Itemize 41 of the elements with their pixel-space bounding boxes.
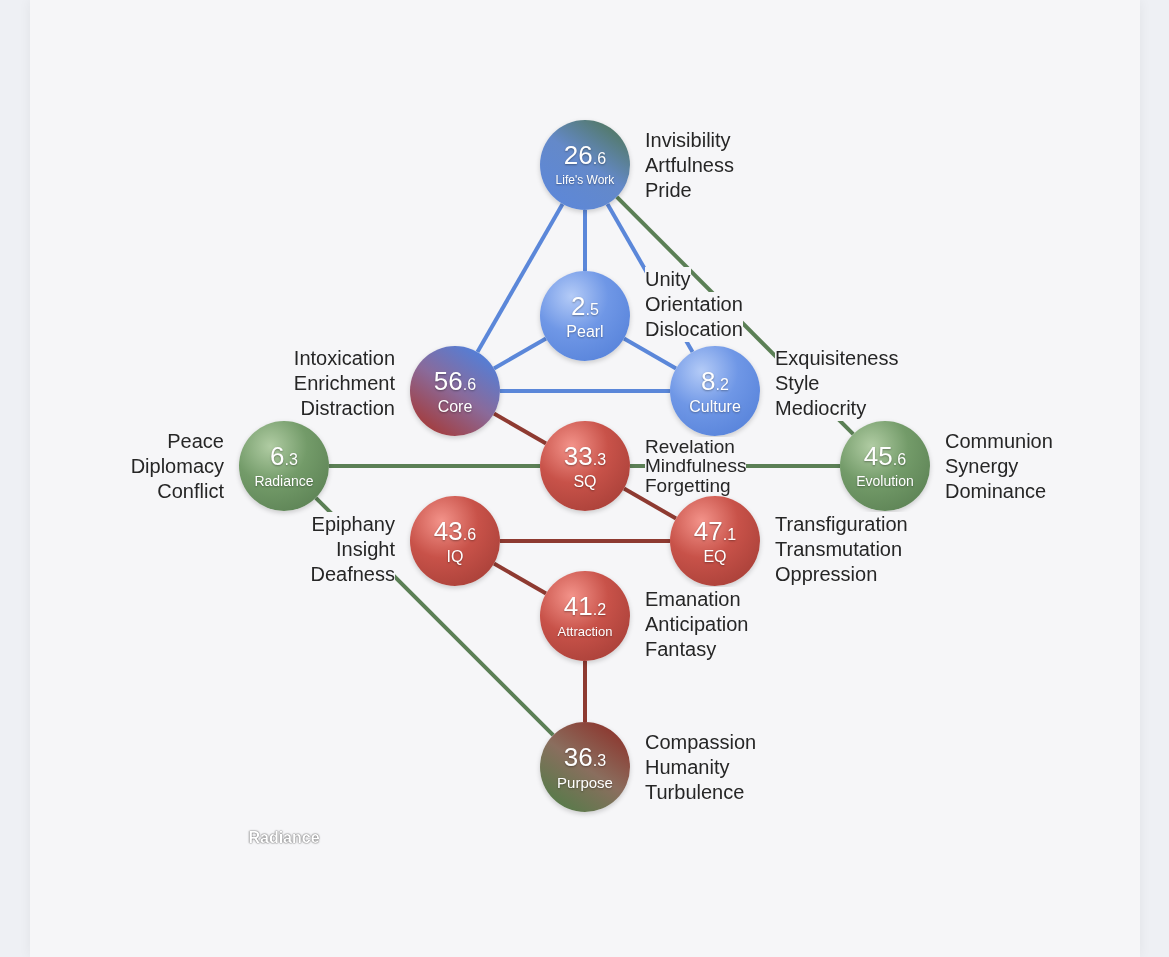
node-value: 36.3 (563, 743, 607, 774)
node-value: 47.1 (693, 517, 737, 548)
node-label: Purpose (557, 773, 613, 791)
connector-line (475, 203, 565, 353)
node-label: SQ (573, 472, 597, 490)
connector-line (583, 210, 587, 271)
node-caption: Epiphany (311, 511, 395, 537)
connector-line (583, 661, 587, 722)
node-value: 2.5 (571, 292, 599, 323)
node-label: Culture (689, 397, 741, 415)
node-caption: Style (775, 370, 820, 396)
node-label: IQ (446, 547, 464, 565)
node-value: 41.2 (563, 592, 607, 623)
connector-line (493, 336, 547, 371)
connector-line (623, 336, 677, 371)
node-caption: Insight (336, 536, 395, 562)
connector-line (500, 539, 670, 543)
node-value: 43.6 (433, 517, 477, 548)
node-label: Attraction (557, 622, 613, 640)
node-caption: Orientation (645, 291, 743, 317)
node-value: 26.6 (563, 141, 607, 172)
node-label: Pearl (566, 322, 604, 340)
node-label: Core (437, 397, 473, 415)
node-caption: Dislocation (645, 316, 743, 342)
node-value: 56.6 (433, 367, 477, 398)
node-label: Radiance (254, 472, 314, 490)
node-value: 45.6 (863, 442, 907, 473)
floating-label: Radiance (248, 828, 320, 848)
node-label: EQ (703, 547, 727, 565)
connector-line (493, 561, 547, 596)
node-value: 8.2 (701, 367, 729, 398)
node-caption: Unity (645, 266, 691, 292)
connector-line (329, 464, 540, 468)
node-label: Evolution (856, 472, 914, 490)
node-value: 33.3 (563, 442, 607, 473)
connector-line (623, 486, 677, 521)
node-label: Life's Work (555, 171, 615, 189)
node-value: 6.3 (270, 442, 298, 473)
node-caption: Mediocrity (775, 395, 867, 421)
connector-line (493, 411, 547, 446)
connector-line (500, 389, 670, 393)
